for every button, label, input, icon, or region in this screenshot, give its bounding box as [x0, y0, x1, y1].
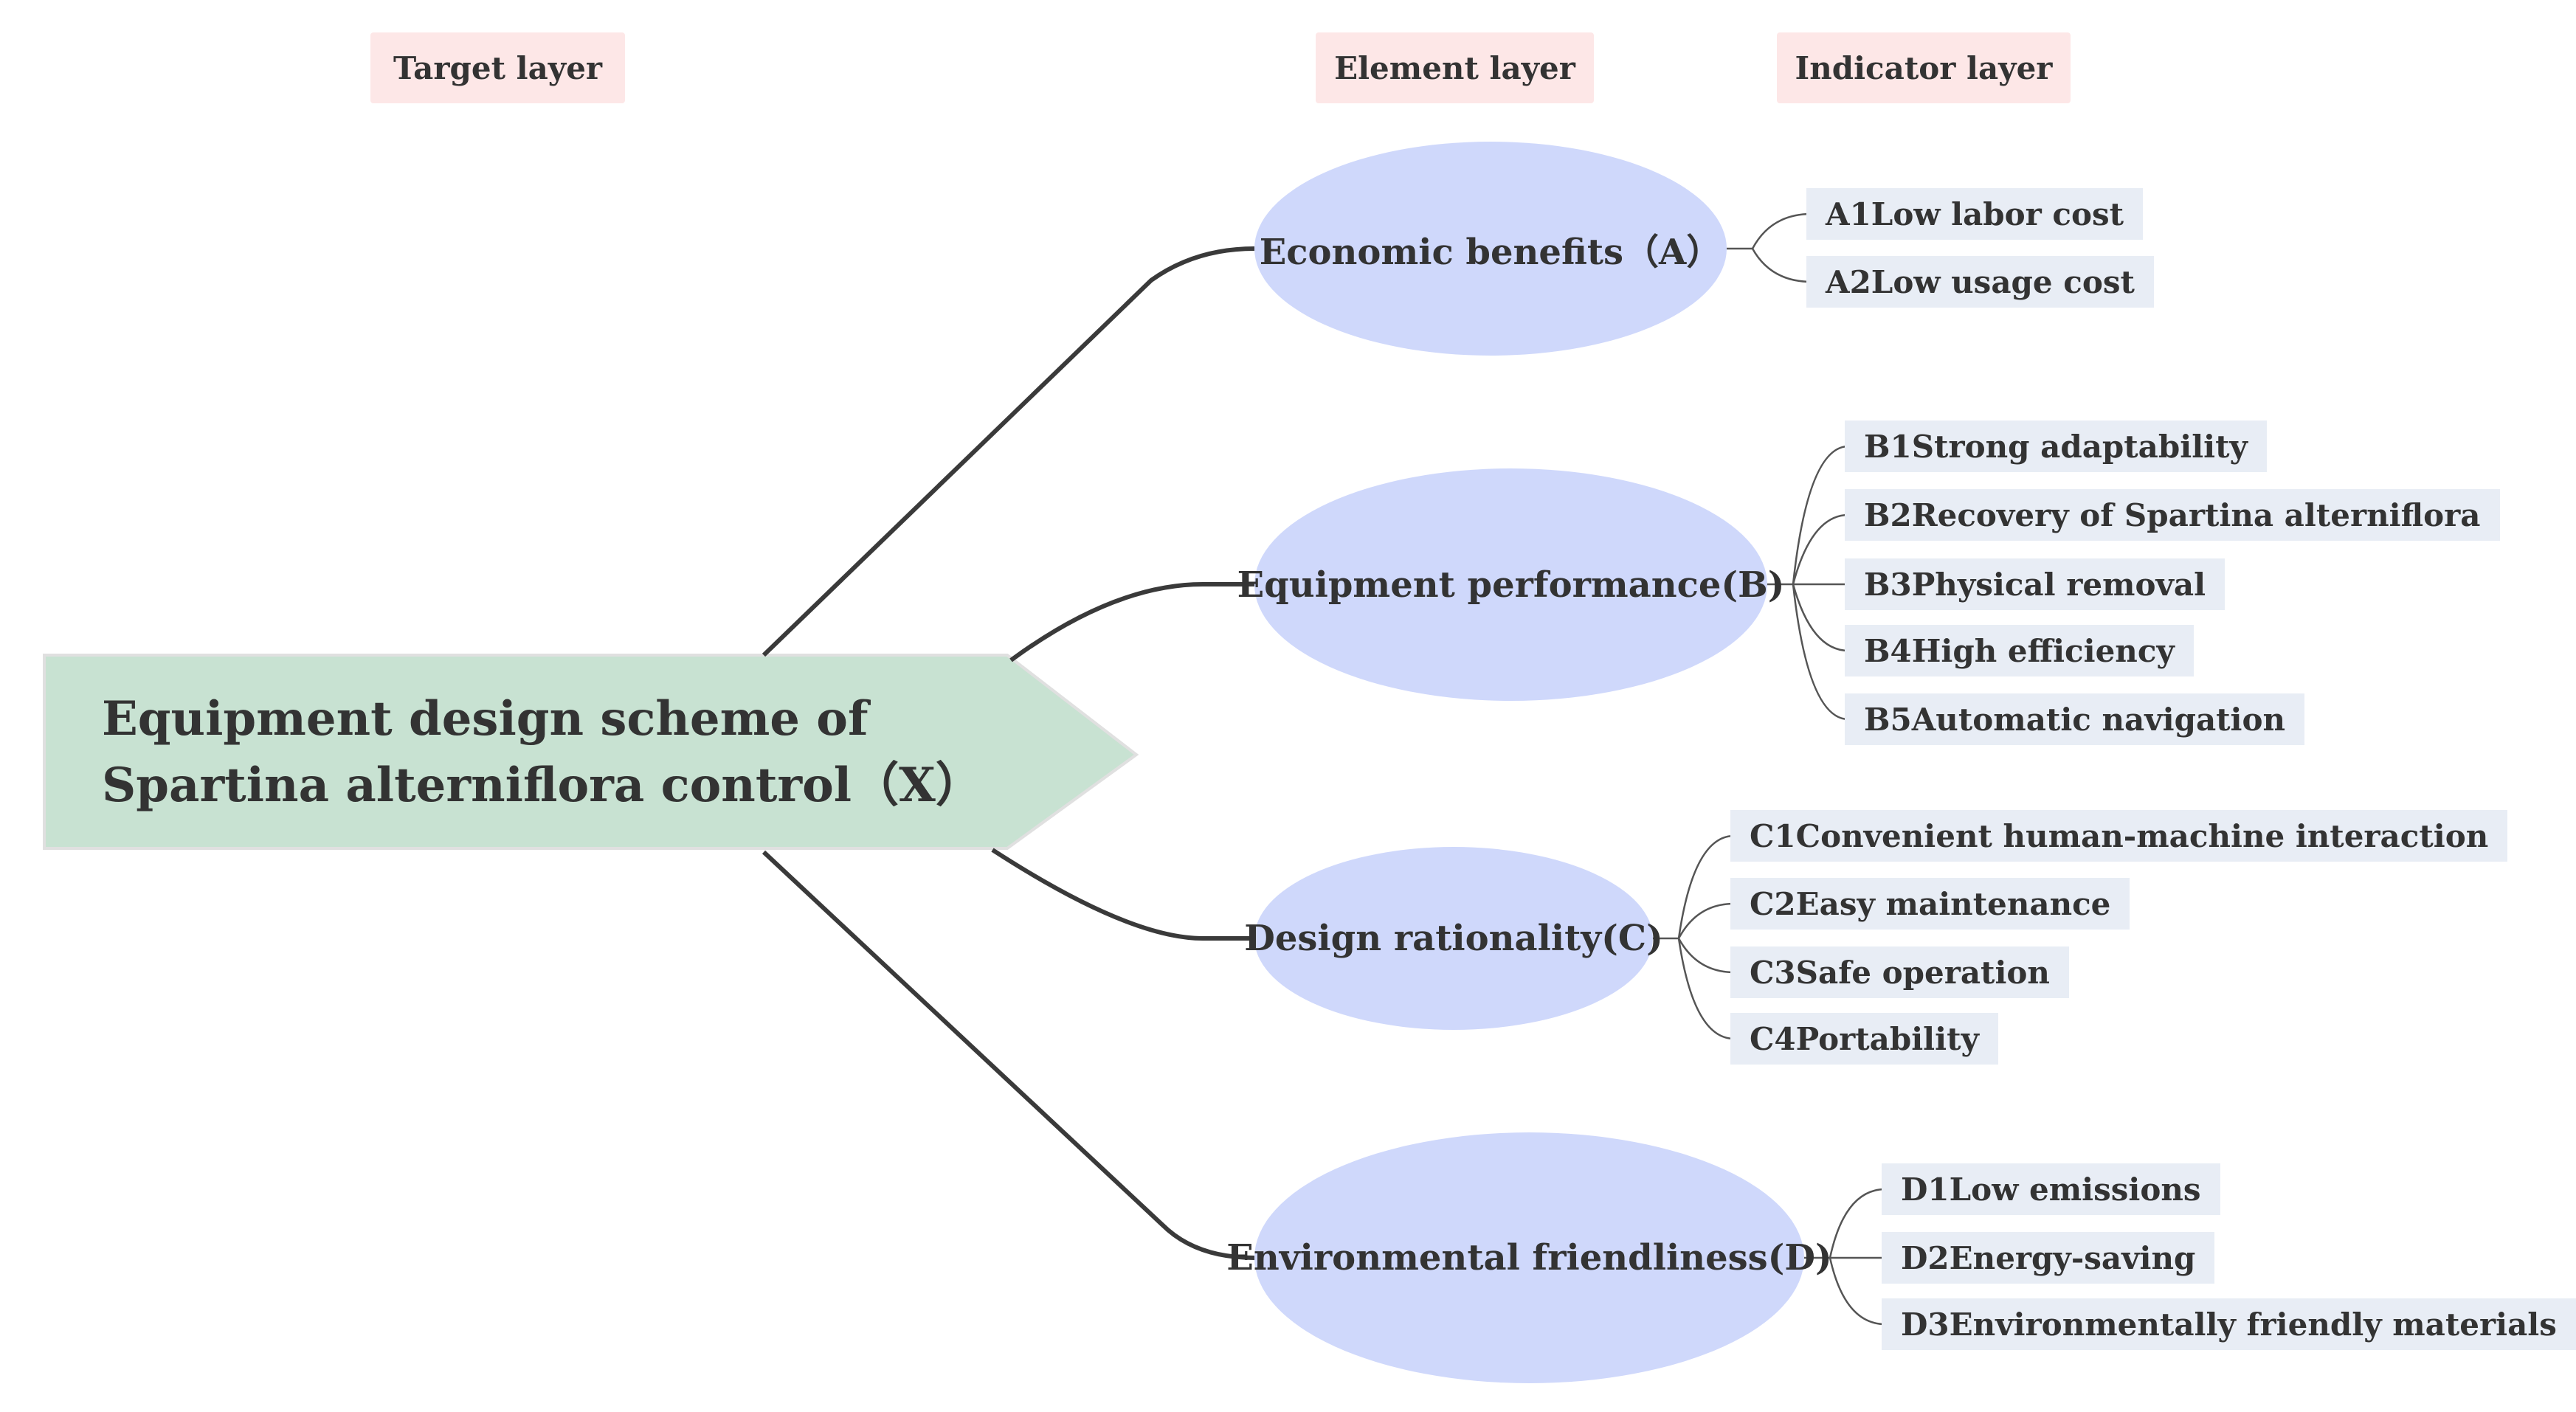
indicator-a1: A1Low labor cost [1806, 188, 2144, 240]
indicator-b4: B4High efficiency [1845, 625, 2194, 676]
indicator-a2: A2Low usage cost [1806, 256, 2154, 308]
indicator-c3: C3Safe operation [1730, 946, 2069, 998]
indicator-d1: D1Low emissions [1882, 1163, 2220, 1215]
header-element-layer: Element layer [1316, 32, 1594, 103]
connectors-c [1653, 834, 1735, 1040]
indicator-b5: B5Automatic navigation [1845, 693, 2305, 745]
root-node-shape [43, 654, 1139, 850]
indicator-c2: C2Easy maintenance [1730, 878, 2130, 930]
element-node-b-label: Equipment performance(B) [1237, 564, 1785, 606]
root-node-label: Equipment design scheme of Spartina alte… [102, 691, 983, 813]
connectors-b [1767, 445, 1849, 721]
element-node-b: Equipment performance(B) [1237, 468, 1784, 701]
element-node-c-label: Design rationality(C) [1244, 918, 1663, 959]
branch-line-c [991, 848, 1254, 941]
indicator-b2: B2Recovery of Spartina alterniflora [1845, 489, 2500, 541]
element-node-a: Economic benefits（A） [1254, 142, 1727, 356]
indicator-d3: D3Environmentally friendly materials [1882, 1298, 2576, 1350]
branch-line-a [762, 246, 1255, 657]
connectors-a [1727, 212, 1812, 283]
indicator-d2: D2Energy-saving [1882, 1232, 2215, 1284]
element-node-d-label: Environmental friendliness(D) [1226, 1237, 1832, 1278]
branch-line-b [1009, 582, 1254, 662]
element-node-d: Environmental friendliness(D) [1226, 1132, 1832, 1383]
indicator-c1: C1Convenient human-machine interaction [1730, 810, 2508, 862]
indicator-c4: C4Portability [1730, 1013, 1998, 1065]
branch-line-d [762, 850, 1255, 1260]
connectors-d [1804, 1188, 1886, 1326]
element-node-c: Design rationality(C) [1244, 847, 1663, 1030]
header-target-layer: Target layer [370, 32, 625, 103]
element-node-a-label: Economic benefits（A） [1259, 232, 1722, 273]
indicator-b1: B1Strong adaptability [1845, 421, 2267, 472]
indicator-b3: B3Physical removal [1845, 558, 2225, 610]
header-indicator-layer: Indicator layer [1777, 32, 2071, 103]
